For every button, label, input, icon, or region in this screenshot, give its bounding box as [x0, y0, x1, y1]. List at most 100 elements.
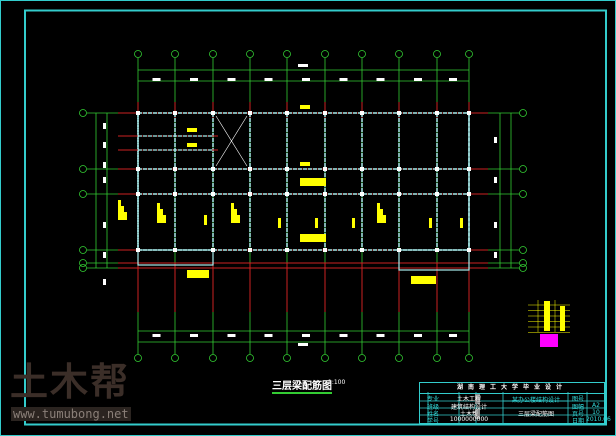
- tb-label: 专业: [426, 396, 439, 403]
- reinforcement-label: [411, 276, 436, 284]
- column: [467, 167, 471, 171]
- axis-bubble: [321, 50, 329, 58]
- dimension-text: [414, 78, 422, 81]
- reinforcement-label: [300, 162, 310, 166]
- dimension-text: [339, 78, 348, 81]
- dimension-text: [414, 334, 422, 337]
- legend-mark: [540, 334, 558, 347]
- column: [435, 192, 439, 196]
- column: [285, 111, 289, 115]
- beam-outline: [398, 249, 470, 271]
- axis-bubble: [246, 354, 254, 362]
- reinforcement-label: [300, 178, 326, 186]
- column: [211, 167, 215, 171]
- section-label: [103, 252, 106, 258]
- tb-label: 日期: [571, 418, 584, 425]
- column: [360, 167, 364, 171]
- column: [360, 248, 364, 252]
- column: [285, 167, 289, 171]
- tb-label: 姓名: [426, 411, 439, 418]
- reinforcement-label: [278, 218, 281, 228]
- axis-bubble: [246, 50, 254, 58]
- reinforcement-label: [157, 203, 166, 223]
- axis-bubble: [519, 259, 527, 267]
- column: [211, 248, 215, 252]
- reinforcement-label: [118, 200, 127, 220]
- column: [248, 111, 252, 115]
- axis-bubble: [209, 50, 217, 58]
- tb-value: 土木帮: [459, 411, 478, 418]
- tb-label: 页号: [571, 411, 584, 418]
- column: [323, 111, 327, 115]
- dimension-text: [339, 334, 348, 337]
- column: [211, 111, 215, 115]
- axis-bubble: [171, 50, 179, 58]
- tb-label: 学号: [426, 418, 439, 425]
- column: [467, 192, 471, 196]
- tb-value: 建筑结构设计: [450, 404, 487, 411]
- axis-bubble: [134, 50, 142, 58]
- reinforcement-label: [460, 218, 463, 228]
- dimension-text: [227, 78, 236, 81]
- dimension-text: [227, 334, 236, 337]
- reinforcement-label: [377, 203, 386, 223]
- dimension-text: [376, 78, 385, 81]
- reinforcement-label: [204, 215, 207, 225]
- axis-bubble: [395, 50, 403, 58]
- section-label: [494, 177, 497, 183]
- column: [136, 111, 140, 115]
- tb-sheet-name: 三层梁配筋图: [517, 411, 554, 418]
- dimension-text: [376, 334, 385, 337]
- column: [397, 248, 401, 252]
- dimension-text: [298, 64, 308, 67]
- axis-bubble: [433, 354, 441, 362]
- dimension-text: [264, 334, 273, 337]
- axis-bubble: [395, 354, 403, 362]
- tb-value: 10: [592, 409, 600, 416]
- tb-label: 班级: [426, 404, 439, 411]
- dimension-text: [298, 343, 308, 346]
- tb-value: 土木工程: [456, 396, 481, 403]
- axis-bubble: [519, 109, 527, 117]
- column: [173, 167, 177, 171]
- axis-bubble: [134, 354, 142, 362]
- column: [397, 111, 401, 115]
- column: [467, 248, 471, 252]
- tb-label: 图号: [571, 396, 584, 403]
- axis-bubble: [358, 354, 366, 362]
- section-label: [103, 162, 106, 168]
- axis-bubble: [79, 109, 87, 117]
- section-label: [103, 279, 106, 285]
- column: [360, 192, 364, 196]
- column: [173, 248, 177, 252]
- axis-bubble: [465, 50, 473, 58]
- axis-bubble: [433, 50, 441, 58]
- tb-value: A2: [592, 402, 600, 409]
- dimension-text: [302, 78, 310, 81]
- legend-table-cell: [544, 301, 550, 331]
- dimension-text: [449, 334, 457, 337]
- axis-bubble: [519, 190, 527, 198]
- column: [211, 192, 215, 196]
- axis-bubble: [209, 354, 217, 362]
- column: [248, 192, 252, 196]
- section-label: [494, 222, 497, 228]
- axis-bubble: [79, 190, 87, 198]
- drawing-scale: 1:100: [328, 379, 346, 386]
- column: [248, 248, 252, 252]
- dimension-text: [302, 334, 310, 337]
- reinforcement-label: [187, 128, 197, 132]
- dimension-text: [264, 78, 273, 81]
- dimension-text: [152, 334, 161, 337]
- title-block: 湖南理工大学毕业设计 专业 土木工程 班级 建筑结构设计 姓名 土木帮 学号 1…: [419, 382, 611, 425]
- section-label: [103, 123, 106, 129]
- section-label: [103, 222, 106, 228]
- column: [360, 111, 364, 115]
- axis-bubble: [79, 246, 87, 254]
- section-label: [103, 177, 106, 183]
- axis-bubble: [321, 354, 329, 362]
- tb-project: 某办公楼结构设计: [511, 397, 560, 404]
- axis-bubble: [519, 165, 527, 173]
- axis-bubble: [79, 264, 87, 272]
